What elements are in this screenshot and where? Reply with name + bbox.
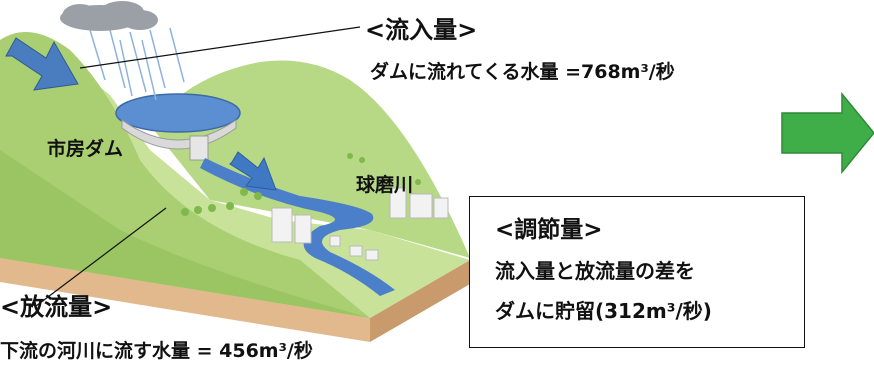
trees	[181, 153, 421, 216]
river	[200, 158, 395, 296]
dam-name-label: 市房ダム	[47, 138, 124, 160]
dam-reservoir	[115, 93, 241, 133]
next-step-arrow-icon	[781, 91, 874, 175]
town-buildings	[271, 187, 449, 261]
outflow-heading: <放流量>	[0, 293, 113, 321]
rain-streaks	[89, 27, 185, 101]
regulation-line-1: 流入量と放流量の差を	[495, 259, 695, 283]
outflow-leader-line	[35, 207, 167, 307]
regulation-line-2: ダムに貯留(312m³/秒)	[495, 299, 712, 323]
regulation-callout-box: <調節量> 流入量と放流量の差を ダムに貯留(312m³/秒)	[469, 196, 805, 348]
inflow-leader-line	[79, 26, 361, 69]
cloud-icon	[60, 1, 158, 31]
outflow-description: 下流の河川に流す水量 = 456m³/秒	[0, 340, 313, 362]
hill-front-shade	[0, 150, 370, 318]
inflow-description: ダムに流れてくる水量 =768m³/秒	[370, 61, 675, 83]
inflow-arrow-icon	[5, 37, 79, 91]
outflow-arrow-icon	[229, 151, 277, 191]
regulation-heading: <調節量>	[495, 217, 603, 243]
terrain-front-face	[0, 258, 370, 342]
dam-spillway	[189, 135, 209, 161]
terrain-side-face	[370, 260, 470, 342]
river-name-label: 球磨川	[356, 174, 414, 196]
inflow-heading: <流入量>	[365, 16, 478, 44]
